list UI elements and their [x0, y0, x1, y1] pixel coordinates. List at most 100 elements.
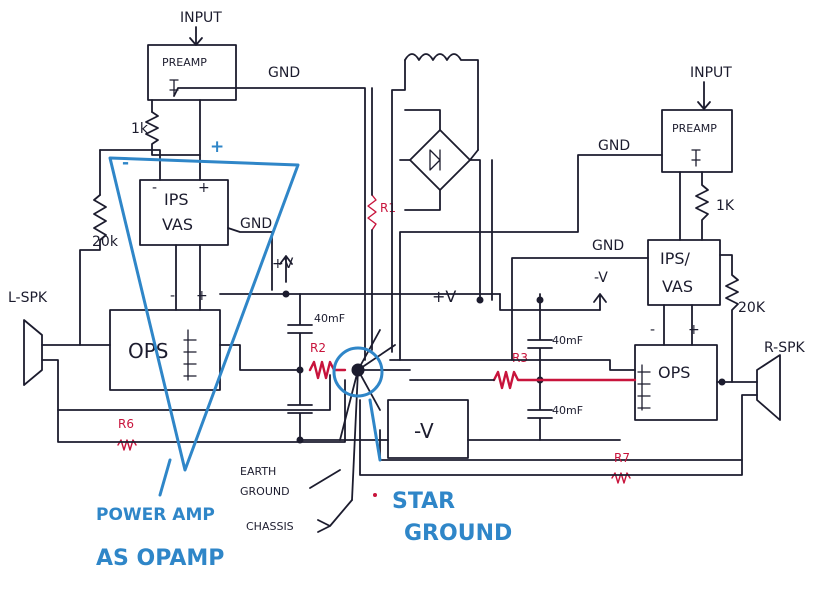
- earth-ground-pointer: [309, 469, 341, 489]
- power-amp-opamp-triangle: [108, 156, 300, 472]
- star-ground-circle: [332, 346, 384, 398]
- r-1k-left-label: 1k: [131, 121, 149, 137]
- resistor-20k-right: [719, 254, 739, 383]
- ops-left-label: OPS: [128, 339, 169, 363]
- wire-star-ops-right: [389, 359, 636, 371]
- minus-v-box: [387, 399, 469, 459]
- r3-label: R3: [512, 351, 528, 365]
- transformer-coil: [404, 53, 479, 151]
- chassis-pointer: [317, 499, 353, 533]
- input-arrow-right: [697, 81, 711, 110]
- l-spk-label: L-SPK: [8, 290, 48, 306]
- cap-2-label: 40mF: [552, 334, 583, 347]
- gnd-right-top-label: GND: [598, 138, 630, 154]
- ops-left-transistor-symbol: [183, 329, 197, 381]
- gnd-left-vas-label: GND: [240, 216, 272, 232]
- wire-r6-return: [57, 379, 346, 443]
- gnd-wire-vas-right: [511, 257, 649, 361]
- star-ground-pointer: [368, 398, 382, 462]
- power-amp-line2: AS OPAMP: [96, 546, 224, 571]
- minus-v-rail-label: -V: [414, 419, 434, 443]
- opamp-plus-label: +: [210, 137, 224, 157]
- cap-1-label: 40mF: [314, 312, 345, 325]
- gnd-wire-vas-left: [227, 227, 273, 291]
- preamp-right-ground-symbol: [691, 149, 701, 167]
- wire-vas-ops-left: [175, 244, 201, 311]
- power-amp-line1: POWER AMP: [96, 505, 215, 525]
- r-1k-right-label: 1K: [716, 198, 735, 214]
- node-plus-v-rectifier: [476, 296, 484, 304]
- resistor-r6: [117, 439, 137, 451]
- node-cap-left-mid: [296, 366, 304, 374]
- power-amp-pointer: [158, 458, 172, 497]
- preamp-left-label: PREAMP: [162, 56, 207, 69]
- input-label-right: INPUT: [690, 65, 732, 81]
- plus-v-rail-label: +V: [432, 287, 456, 306]
- wire-vas-ops-right: [663, 304, 693, 346]
- r1-label: R1: [380, 201, 396, 215]
- ops-right-minus: -: [650, 322, 655, 338]
- preamp-right-label: PREAMP: [672, 122, 717, 135]
- l-speaker-icon: [23, 319, 43, 386]
- wire-speaker-left-return: [41, 359, 331, 411]
- r6-label: R6: [118, 417, 134, 431]
- minus-v-arrow: [593, 293, 607, 311]
- capacitor-left-bottom: [287, 369, 313, 441]
- preamp-right-box: [661, 109, 733, 173]
- earth-ground-line1: EARTH: [240, 465, 276, 478]
- resistor-r2: [308, 360, 347, 380]
- capacitor-left-top: [287, 293, 313, 371]
- plus-v-small-label: +V: [272, 256, 294, 272]
- r-spk-label: R-SPK: [764, 340, 806, 356]
- star-ground-line1: STAR: [392, 489, 455, 514]
- cap-3-label: 40mF: [552, 404, 583, 417]
- gnd-right-vas-label: GND: [592, 238, 624, 254]
- wire-feedback-minus-left: [99, 149, 161, 181]
- wire-r7-return: [359, 399, 743, 476]
- input-label-left: INPUT: [180, 10, 222, 26]
- r2-label: R2: [310, 341, 326, 355]
- wire-ops-left-star: [219, 344, 301, 371]
- preamp-left-ground-symbol: [169, 79, 179, 97]
- star-ground-line2: GROUND: [404, 521, 512, 546]
- plus-v-arrow: [279, 255, 293, 283]
- ips-vas-left-line1: IPS: [164, 190, 189, 209]
- gnd-wire-preamp-right: [399, 154, 663, 361]
- resistor-1k-left: [145, 111, 201, 181]
- earth-ground-line2: GROUND: [240, 485, 290, 498]
- wire-plus-v-right: [499, 293, 601, 311]
- chassis-label: CHASSIS: [246, 520, 294, 533]
- diode-symbol: [429, 149, 441, 171]
- opamp-minus-label: -: [122, 153, 129, 173]
- ips-vas-right-line2: VAS: [662, 277, 693, 296]
- ips-left-plus: +: [198, 180, 210, 196]
- wire-transformer-star: [391, 59, 406, 353]
- resistor-r3: [492, 370, 637, 390]
- ips-vas-right-box: [647, 239, 721, 306]
- ops-left-minus: -: [170, 288, 175, 304]
- ips-vas-right-line1: IPS/: [660, 249, 691, 268]
- r7-label: R7: [614, 451, 630, 465]
- red-dot-marker: [373, 493, 377, 497]
- gnd-wire-preamp-left: [173, 87, 366, 361]
- ops-right-plus: +: [688, 322, 700, 338]
- ips-vas-left-box: [139, 179, 229, 246]
- resistor-r7: [611, 472, 631, 484]
- resistor-r1: [367, 194, 377, 231]
- ops-left-plus: +: [196, 288, 208, 304]
- ops-right-transistor-symbol: [637, 364, 651, 411]
- ips-vas-left-line2: VAS: [162, 215, 193, 234]
- gnd-top-label: GND: [268, 65, 300, 81]
- rectifier-wires: [399, 109, 481, 301]
- resistor-1k-right: [695, 171, 709, 241]
- minus-v-small-label: -V: [594, 270, 608, 286]
- r-20k-left-label: 20k: [92, 234, 119, 250]
- node-cap-right-top: [536, 296, 544, 304]
- ips-left-minus: -: [152, 180, 157, 196]
- ops-right-label: OPS: [658, 363, 690, 382]
- capacitors-right: [527, 293, 553, 441]
- preamp-left-box: [147, 44, 237, 101]
- r-speaker-icon: [756, 354, 781, 421]
- resistor-20k-left: [79, 194, 107, 346]
